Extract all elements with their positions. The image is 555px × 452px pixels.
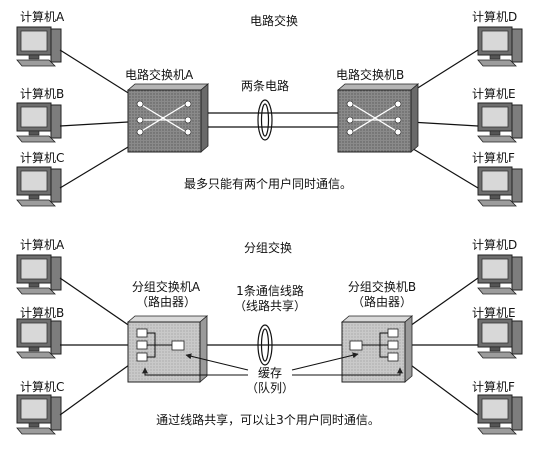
computer-c-label: 计算机C <box>20 151 65 165</box>
computer-c-label: 计算机C <box>20 380 65 394</box>
computer-b-icon <box>16 102 62 143</box>
computer-e-icon <box>477 318 523 359</box>
circuit-switch-b <box>336 83 420 153</box>
buffer-label: 缓存 <box>257 366 283 380</box>
shared-line-label: 1条通信线路 <box>236 284 304 298</box>
computer-b-label: 计算机B <box>20 87 65 101</box>
computer-d-icon <box>477 26 523 67</box>
computer-f-icon <box>477 166 523 207</box>
computer-f-icon <box>477 394 523 435</box>
two-circuits <box>208 99 338 141</box>
circuit-switch-a <box>126 83 210 153</box>
packet-switching-title: 分组交换 <box>243 241 293 255</box>
packet-switch-a-sublabel: （路由器） <box>135 295 197 309</box>
computer-c-icon <box>16 394 62 435</box>
computer-e-icon <box>477 102 523 143</box>
bottom-wires <box>59 277 479 416</box>
circuit-switch-b-label: 电路交换机B <box>336 68 405 82</box>
computer-b-label: 计算机B <box>20 306 65 320</box>
computer-e-label: 计算机E <box>472 87 516 101</box>
computer-e-label: 计算机E <box>472 306 516 320</box>
computer-a-icon <box>16 254 62 295</box>
packet-switch-b-sublabel: （路由器） <box>351 295 413 309</box>
packet-switch-b-label: 分组交换机B <box>347 280 417 294</box>
computer-f-label: 计算机F <box>472 151 515 165</box>
computer-d-icon <box>477 254 523 295</box>
circuit-caption: 最多只能有两个用户同时通信。 <box>183 177 353 191</box>
buffer-arrows <box>142 352 403 376</box>
packet-switch-b <box>340 315 414 383</box>
computer-d-label: 计算机D <box>472 238 518 252</box>
computer-b-icon <box>16 318 62 359</box>
packet-caption: 通过线路共享，可以让3个用户同时通信。 <box>156 413 380 427</box>
computer-c-icon <box>16 166 62 207</box>
buffer-sublabel: （队列） <box>245 381 295 395</box>
two-circuits-label: 两条电路 <box>240 79 290 93</box>
computer-a-icon <box>16 26 62 67</box>
computer-d-label: 计算机D <box>472 10 518 24</box>
computer-a-label: 计算机A <box>20 238 65 252</box>
shared-line-sublabel: （线路共享） <box>233 299 307 313</box>
computer-a-label: 计算机A <box>20 10 65 24</box>
packet-switch-a-label: 分组交换机A <box>131 280 201 294</box>
circuit-switching-title: 电路交换 <box>249 14 299 28</box>
computer-f-label: 计算机F <box>472 380 515 394</box>
packet-switch-a <box>126 315 209 383</box>
circuit-switch-a-label: 电路交换机A <box>125 68 194 82</box>
